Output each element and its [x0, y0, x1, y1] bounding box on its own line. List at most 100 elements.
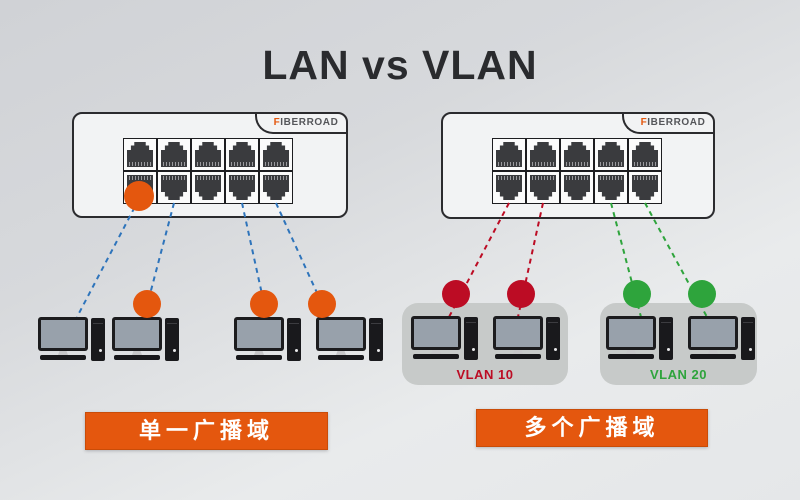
red-port-dot: [507, 280, 535, 308]
monitor-base: [495, 354, 541, 359]
screen: [41, 320, 85, 348]
monitor-base: [608, 354, 654, 359]
vlan-caption: 多个广播域: [476, 409, 708, 447]
brand-label: FIBERROAD: [640, 117, 706, 128]
brand-label: FIBERROAD: [273, 117, 339, 128]
rj45-jack-icon: [161, 142, 187, 167]
switch-vlan: FIBERROAD: [441, 112, 715, 219]
rj45-port: [526, 138, 560, 171]
screen: [414, 319, 458, 347]
rj45-jack-icon: [632, 142, 658, 167]
screen: [115, 320, 159, 348]
rj45-jack-icon: [195, 175, 221, 200]
computer: [411, 316, 479, 363]
monitor-icon: [606, 316, 656, 350]
rj45-port: [157, 171, 191, 204]
monitor-stand: [626, 350, 636, 354]
monitor-base: [318, 355, 364, 360]
monitor-icon: [411, 316, 461, 350]
computer: [316, 317, 384, 364]
pc-tower-icon: [287, 318, 301, 361]
rj45-jack-icon: [496, 142, 522, 167]
rj45-jack-icon: [195, 142, 221, 167]
computer: [234, 317, 302, 364]
monitor-icon: [234, 317, 284, 351]
rj45-port: [594, 171, 628, 204]
rj45-jack-icon: [632, 175, 658, 200]
monitor-icon: [688, 316, 738, 350]
monitor-stand: [513, 350, 523, 354]
rj45-jack-icon: [263, 175, 289, 200]
rj45-jack-icon: [530, 175, 556, 200]
green-port-dot: [623, 280, 651, 308]
monitor-icon: [316, 317, 366, 351]
rj45-port: [191, 138, 225, 171]
screen: [319, 320, 363, 348]
screen: [691, 319, 735, 347]
rj45-port: [157, 138, 191, 171]
pc-tower-icon: [659, 317, 673, 360]
rj45-jack-icon: [564, 175, 590, 200]
monitor-stand: [58, 351, 68, 355]
monitor-base: [690, 354, 736, 359]
pc-tower-icon: [369, 318, 383, 361]
monitor-base: [114, 355, 160, 360]
monitor-stand: [132, 351, 142, 355]
monitor-stand: [708, 350, 718, 354]
monitor-stand: [254, 351, 264, 355]
red-port-dot: [442, 280, 470, 308]
monitor-icon: [112, 317, 162, 351]
brand-logo: FIBERROAD: [622, 113, 714, 134]
orange-port-dot: [133, 290, 161, 318]
computer: [493, 316, 561, 363]
switch-lan: FIBERROAD: [72, 112, 348, 218]
green-port-dot: [688, 280, 716, 308]
computer: [112, 317, 180, 364]
pc-tower-icon: [165, 318, 179, 361]
screen: [609, 319, 653, 347]
rj45-port: [492, 171, 526, 204]
rj45-port: [628, 138, 662, 171]
rj45-port: [123, 138, 157, 171]
rj45-port: [259, 138, 293, 171]
screen: [237, 320, 281, 348]
lan-caption: 单一广播域: [85, 412, 328, 450]
pc-tower-icon: [91, 318, 105, 361]
rj45-port: [560, 138, 594, 171]
pc-tower-icon: [464, 317, 478, 360]
computer: [606, 316, 674, 363]
rj45-jack-icon: [530, 142, 556, 167]
port-panel: [492, 138, 662, 204]
monitor-base: [40, 355, 86, 360]
monitor-icon: [38, 317, 88, 351]
rj45-port: [225, 138, 259, 171]
rj45-jack-icon: [229, 142, 255, 167]
rj45-jack-icon: [263, 142, 289, 167]
rj45-jack-icon: [564, 142, 590, 167]
monitor-stand: [431, 350, 441, 354]
rj45-jack-icon: [598, 175, 624, 200]
rj45-jack-icon: [229, 175, 255, 200]
rj45-port: [594, 138, 628, 171]
computer: [38, 317, 106, 364]
monitor-base: [413, 354, 459, 359]
rj45-port: [191, 171, 225, 204]
screen: [496, 319, 540, 347]
rj45-port: [259, 171, 293, 204]
rj45-port: [492, 138, 526, 171]
rj45-jack-icon: [496, 175, 522, 200]
pc-tower-icon: [546, 317, 560, 360]
pc-tower-icon: [741, 317, 755, 360]
monitor-stand: [336, 351, 346, 355]
vlan10-label: VLAN 10: [456, 367, 514, 382]
vlan20-label: VLAN 20: [650, 367, 707, 382]
page-title: LAN vs VLAN: [262, 42, 538, 88]
rj45-jack-icon: [127, 142, 153, 167]
brand-logo: FIBERROAD: [255, 113, 347, 134]
rj45-port: [225, 171, 259, 204]
rj45-port: [628, 171, 662, 204]
orange-port-dot: [308, 290, 336, 318]
rj45-jack-icon: [598, 142, 624, 167]
rj45-port: [526, 171, 560, 204]
